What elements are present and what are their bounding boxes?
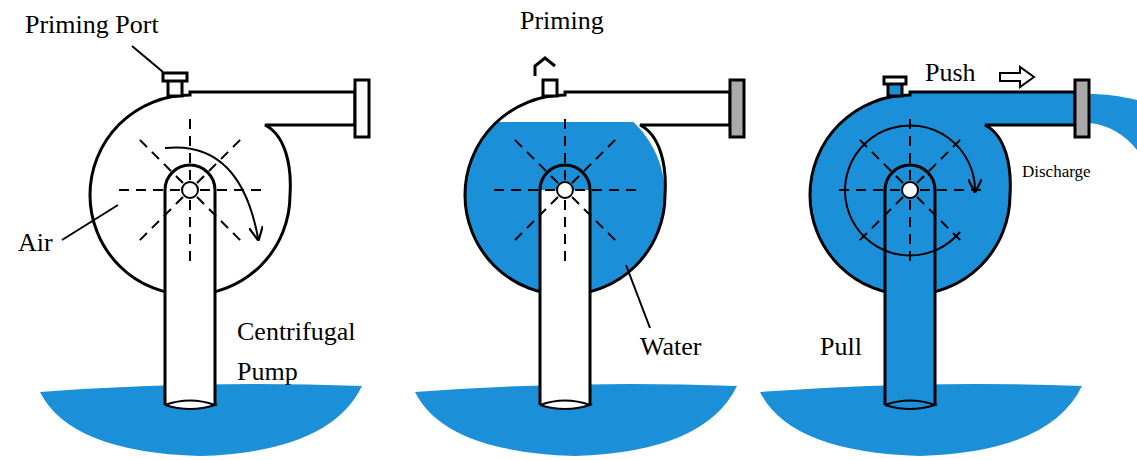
- impeller-vane: [137, 137, 183, 183]
- priming-pump: [415, 58, 744, 456]
- pump-casing-fill: [465, 92, 730, 295]
- discharge-flange: [730, 80, 744, 137]
- impeller-vane: [137, 197, 183, 243]
- part-label: Air: [18, 228, 53, 258]
- impeller-vane: [189, 200, 191, 265]
- running-pump: [760, 77, 1137, 456]
- pump-casing: [810, 92, 1075, 295]
- impeller-vane: [490, 189, 555, 191]
- impeller-vane: [512, 137, 558, 183]
- leader-line: [132, 46, 163, 72]
- empty-pump: [40, 73, 369, 456]
- impeller-vane: [512, 197, 558, 243]
- suction-pipe: [540, 165, 590, 405]
- pipe-inlet: [540, 401, 590, 410]
- rotation-arrow: [165, 147, 258, 238]
- impeller-vane: [200, 189, 265, 191]
- impeller-vane: [564, 115, 566, 180]
- impeller-hub: [182, 182, 198, 198]
- part-label: Centrifugal Pump: [237, 312, 397, 392]
- part-label: Water: [640, 332, 701, 362]
- part-label: Priming: [520, 6, 604, 36]
- push-arrow: [1000, 67, 1034, 87]
- leader-line: [626, 265, 650, 328]
- pipe-inlet: [885, 401, 935, 410]
- impeller-vanes: [835, 115, 985, 265]
- part-label: Discharge: [1022, 162, 1091, 182]
- impeller-vanes: [115, 115, 265, 265]
- pipe-inlet: [165, 401, 215, 410]
- pump-casing: [465, 92, 730, 295]
- part-label: Pull: [820, 332, 862, 362]
- impeller-hub: [557, 182, 573, 198]
- open-priming-cap: [535, 58, 555, 76]
- suction-pipe: [165, 165, 215, 405]
- impeller-vane: [575, 189, 640, 191]
- priming-port: [543, 80, 557, 96]
- leader-line: [62, 205, 118, 240]
- pump-casing: [90, 92, 355, 295]
- impeller-vanes: [490, 115, 640, 265]
- priming-cap: [884, 77, 906, 84]
- suction-pipe-fill: [166, 190, 214, 405]
- suction-pipe: [885, 165, 935, 405]
- impeller-vane: [572, 137, 618, 183]
- discharge-flange: [355, 80, 369, 137]
- discharge-stream: [1089, 94, 1137, 150]
- priming-cap: [163, 73, 187, 81]
- part-label: Priming Port: [25, 10, 159, 40]
- impeller-vane: [572, 197, 618, 243]
- suction-pipe-fill: [886, 190, 934, 405]
- discharge-flange: [1075, 80, 1089, 137]
- rotation-arrow: [845, 125, 975, 255]
- part-label: Push: [925, 58, 976, 88]
- impeller-vane: [197, 137, 243, 183]
- suction-pipe-fill: [541, 190, 589, 405]
- impeller-vane: [197, 197, 243, 243]
- impeller-hub: [902, 182, 918, 198]
- impeller-vane: [564, 200, 566, 265]
- impeller-vane: [115, 189, 180, 191]
